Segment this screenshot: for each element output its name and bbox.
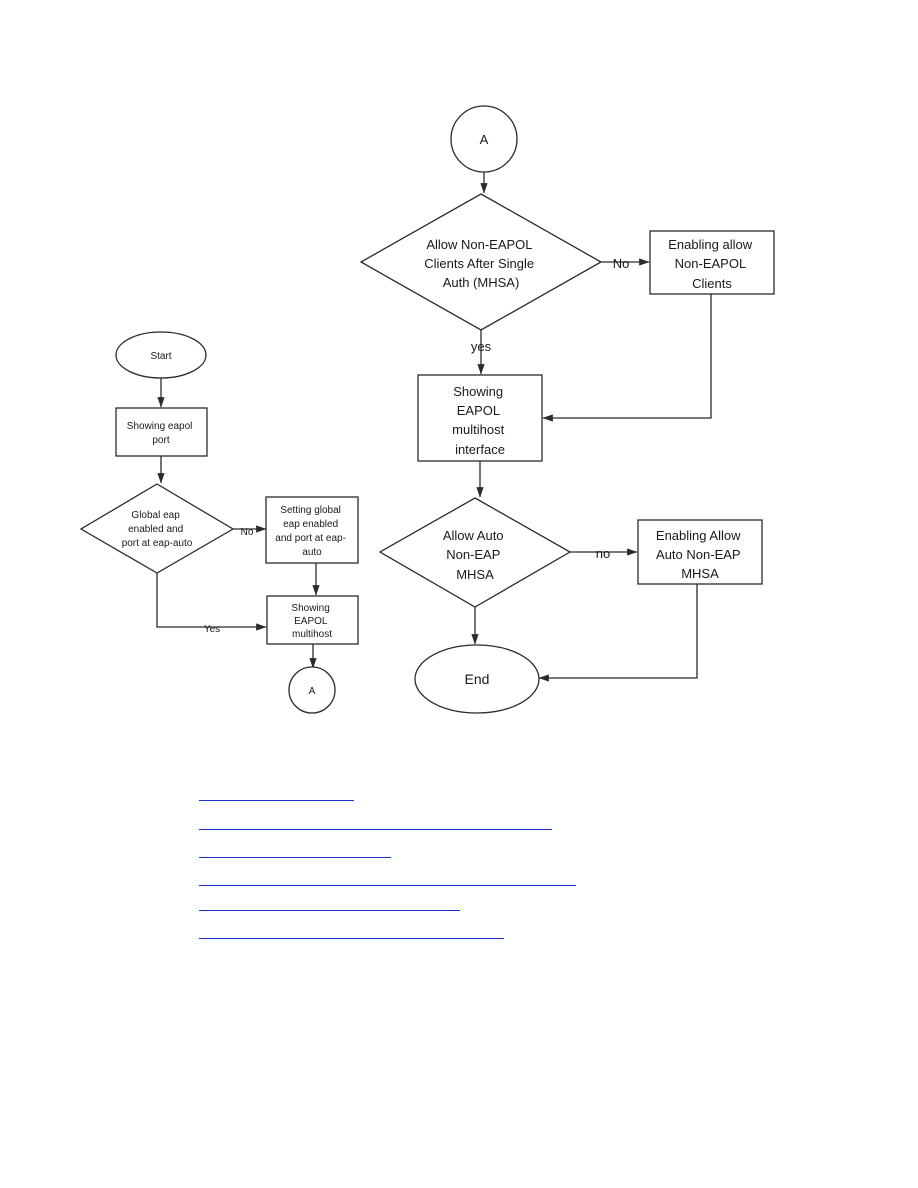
left-flow: Start Showing eapol port Global eap enab…: [79, 331, 359, 714]
showing-eapol-multihost-interface-node: Showing EAPOL multihost interface: [417, 374, 543, 462]
connector-a-right-label: A: [480, 132, 489, 147]
related-link-5[interactable]: [199, 910, 460, 911]
enabling-allow-non-eapol-node: Enabling allow Non-EAPOL Clients: [649, 230, 775, 295]
connector-a-left-label: A: [309, 686, 316, 697]
allow-non-eapol-check-node: Allow Non-EAPOL Clients After Single Aut…: [359, 193, 603, 331]
yes-label-left: Yes: [204, 624, 220, 635]
yes-label-right: yes: [471, 339, 492, 354]
start-label: Start: [150, 351, 171, 362]
end-label: End: [465, 671, 490, 687]
related-link-2[interactable]: [199, 829, 552, 830]
related-link-4[interactable]: [199, 885, 576, 886]
edge-enabling-auto-to-end: [538, 584, 698, 682]
setting-global-eap-label: Setting global eap enabled and port at e…: [275, 505, 348, 558]
allow-non-eapol-check-label: Allow Non-EAPOL Clients After Single Aut…: [424, 237, 537, 290]
allow-auto-non-eap-check-label: Allow Auto Non-EAP MHSA: [443, 528, 507, 582]
showing-eapol-multihost-node: Showing EAPOL multihost: [266, 595, 359, 645]
end-node: End: [414, 644, 540, 714]
no-label-right: No: [613, 256, 630, 271]
related-link-3[interactable]: [199, 857, 391, 858]
global-eap-check-node: Global eap enabled and port at eap-auto: [79, 483, 235, 574]
flowchart: Start Showing eapol port Global eap enab…: [79, 105, 775, 714]
no-label-left: No: [241, 527, 254, 538]
edge-enabling-to-showing: [542, 294, 712, 422]
connector-a-left: A: [288, 666, 336, 714]
enabling-allow-auto-non-eap-node: Enabling Allow Auto Non-EAP MHSA: [637, 519, 763, 585]
global-eap-check-label: Global eap enabled and port at eap-auto: [122, 510, 193, 549]
showing-eapol-multihost-interface-label: Showing EAPOL multihost interface: [452, 384, 508, 457]
start-node: Start: [115, 331, 207, 379]
setting-global-eap-node: Setting global eap enabled and port at e…: [265, 496, 359, 564]
connector-a-right: A: [450, 105, 518, 173]
edge-global-yes: [156, 573, 267, 631]
allow-auto-non-eap-check-node: Allow Auto Non-EAP MHSA: [378, 497, 572, 608]
showing-eapol-port-label: Showing eapol port: [127, 421, 195, 446]
related-link-1[interactable]: [199, 800, 354, 801]
showing-eapol-multihost-label: Showing EAPOL multihost: [291, 603, 332, 640]
related-link-6[interactable]: [199, 938, 504, 939]
enabling-allow-auto-non-eap-label: Enabling Allow Auto Non-EAP MHSA: [656, 528, 744, 581]
right-flow: A Allow Non-EAPOL Clients After Single A…: [359, 105, 775, 714]
enabling-allow-non-eapol-label: Enabling allow Non-EAPOL Clients: [668, 237, 755, 291]
showing-eapol-port-node: Showing eapol port: [115, 407, 208, 457]
no-label-right-2: no: [596, 546, 610, 561]
